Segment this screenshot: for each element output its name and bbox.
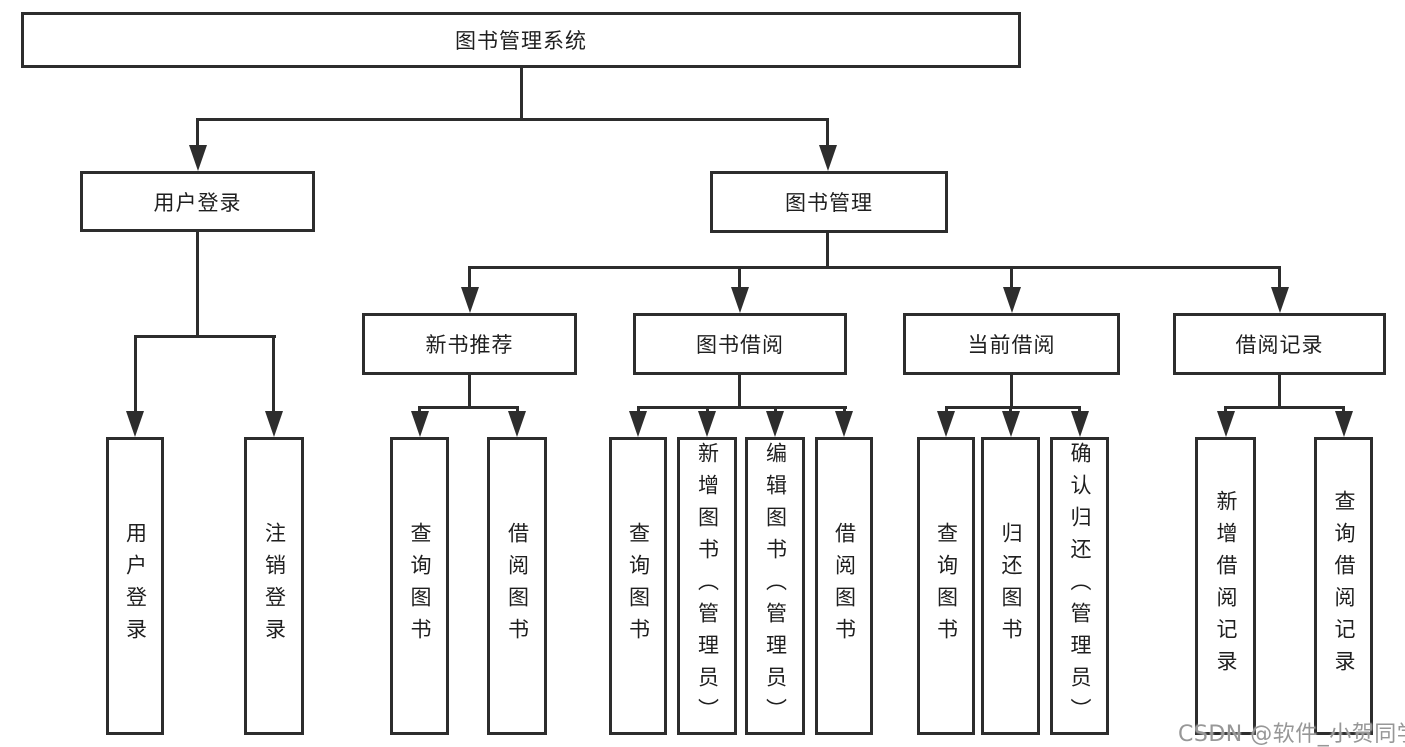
- leaf-user-login-label: 用户登录: [123, 522, 148, 650]
- arrowhead-bb3: [766, 411, 784, 437]
- connector-bookmgmt-drop: [826, 233, 829, 269]
- leaf-newbook-query-label: 查询图书: [408, 522, 432, 650]
- leaf-borrow-book: 借阅图书: [815, 437, 873, 735]
- leaf-borrow-edit-label: 编辑图书（管理员）: [763, 442, 788, 730]
- leaf-borrow-add: 新增图书（管理员）: [677, 437, 737, 735]
- leaf-user-login: 用户登录: [106, 437, 164, 735]
- leaf-current-confirm-label: 确认归还（管理员）: [1068, 442, 1092, 730]
- leaf-record-add-label: 新增借阅记录: [1214, 490, 1238, 682]
- node-borrow-record-label: 借阅记录: [1235, 333, 1324, 357]
- leaf-borrow-query-label: 查询图书: [626, 522, 651, 650]
- leaf-current-query-label: 查询图书: [934, 522, 959, 650]
- connector-newbook-drop: [468, 375, 471, 409]
- connector-userlogin-drop: [196, 232, 199, 338]
- leaf-record-add: 新增借阅记录: [1195, 437, 1256, 735]
- leaf-current-return: 归还图书: [981, 437, 1040, 735]
- node-root: 图书管理系统: [21, 12, 1021, 68]
- connector-drop-bb4: [843, 406, 846, 414]
- leaf-current-return-label: 归还图书: [999, 522, 1023, 650]
- connector-drop-bb2: [706, 406, 709, 414]
- connector-bookborrow-drop: [738, 375, 741, 409]
- connector-drop-cb3: [1078, 406, 1081, 414]
- arrowhead-login-leaf: [126, 411, 144, 437]
- connector-borrowrecord-drop: [1278, 375, 1281, 409]
- node-borrow-record: 借阅记录: [1173, 313, 1386, 375]
- connector-drop-bb3: [774, 406, 777, 414]
- connector-drop-book-mgmt: [826, 118, 829, 148]
- connector-currentborrow-drop: [1010, 375, 1013, 409]
- leaf-borrow-edit: 编辑图书（管理员）: [745, 437, 805, 735]
- connector-drop-book-borrow: [738, 266, 741, 290]
- arrowhead-book-borrow: [731, 287, 749, 313]
- arrowhead-br1: [1217, 411, 1235, 437]
- arrowhead-cb3: [1071, 411, 1089, 437]
- leaf-logout-label: 注销登录: [262, 522, 287, 650]
- node-user-login-label: 用户登录: [153, 190, 242, 215]
- connector-drop-borrow-record: [1278, 266, 1281, 290]
- node-current-borrow: 当前借阅: [903, 313, 1120, 375]
- arrowhead-nb2: [508, 411, 526, 437]
- arrowhead-cb1: [937, 411, 955, 437]
- node-new-book: 新书推荐: [362, 313, 577, 375]
- node-book-mgmt-label: 图书管理: [785, 191, 873, 215]
- arrowhead-cb2: [1002, 411, 1020, 437]
- connector-drop-current-borrow: [1010, 266, 1013, 290]
- leaf-current-confirm: 确认归还（管理员）: [1050, 437, 1109, 735]
- connector-currentborrow-rail: [945, 406, 1081, 409]
- node-root-label: 图书管理系统: [455, 29, 587, 53]
- node-user-login: 用户登录: [80, 171, 315, 232]
- arrowhead-current-borrow: [1003, 287, 1021, 313]
- connector-drop-nb2: [516, 406, 519, 414]
- connector-bookborrow-rail: [637, 406, 847, 409]
- arrowhead-bb4: [835, 411, 853, 437]
- arrowhead-book-mgmt: [819, 145, 837, 171]
- arrowhead-user-login: [189, 145, 207, 171]
- connector-level3-rail: [468, 266, 1281, 269]
- connector-drop-login-leaf: [134, 335, 137, 413]
- leaf-newbook-borrow-label: 借阅图书: [505, 522, 530, 650]
- arrowhead-bb2: [698, 411, 716, 437]
- leaf-borrow-add-label: 新增图书（管理员）: [695, 442, 720, 730]
- connector-level2-rail: [196, 118, 829, 121]
- arrowhead-nb1: [411, 411, 429, 437]
- leaf-borrow-book-label: 借阅图书: [832, 522, 857, 650]
- connector-newbook-rail: [418, 406, 519, 409]
- arrowhead-new-book: [461, 287, 479, 313]
- node-book-borrow: 图书借阅: [633, 313, 847, 375]
- connector-drop-bb1: [637, 406, 640, 414]
- arrowhead-logout-leaf: [265, 411, 283, 437]
- leaf-logout: 注销登录: [244, 437, 304, 735]
- connector-drop-br2: [1342, 406, 1345, 414]
- leaf-newbook-query: 查询图书: [390, 437, 449, 735]
- leaf-newbook-borrow: 借阅图书: [487, 437, 547, 735]
- arrowhead-bb1: [629, 411, 647, 437]
- connector-drop-new-book: [468, 266, 471, 290]
- csdn-watermark: CSDN @软件_小贺同学: [1178, 722, 1405, 747]
- leaf-borrow-query: 查询图书: [609, 437, 667, 735]
- leaf-current-query: 查询图书: [917, 437, 975, 735]
- node-book-borrow-label: 图书借阅: [696, 333, 784, 357]
- leaf-record-query-label: 查询借阅记录: [1332, 490, 1356, 682]
- connector-userlogin-rail: [134, 335, 276, 338]
- connector-drop-cb2: [1009, 406, 1012, 414]
- arrowhead-br2: [1335, 411, 1353, 437]
- connector-drop-logout-leaf: [272, 335, 275, 413]
- arrowhead-borrow-record: [1271, 287, 1289, 313]
- node-new-book-label: 新书推荐: [425, 333, 514, 357]
- node-book-mgmt: 图书管理: [710, 171, 948, 233]
- connector-drop-cb1: [945, 406, 948, 414]
- connector-drop-nb1: [418, 406, 421, 414]
- connector-borrowrecord-rail: [1224, 406, 1345, 409]
- connector-drop-user-login: [196, 118, 199, 148]
- leaf-record-query: 查询借阅记录: [1314, 437, 1373, 735]
- connector-root-drop: [520, 67, 523, 120]
- connector-drop-br1: [1224, 406, 1227, 414]
- node-current-borrow-label: 当前借阅: [967, 333, 1056, 357]
